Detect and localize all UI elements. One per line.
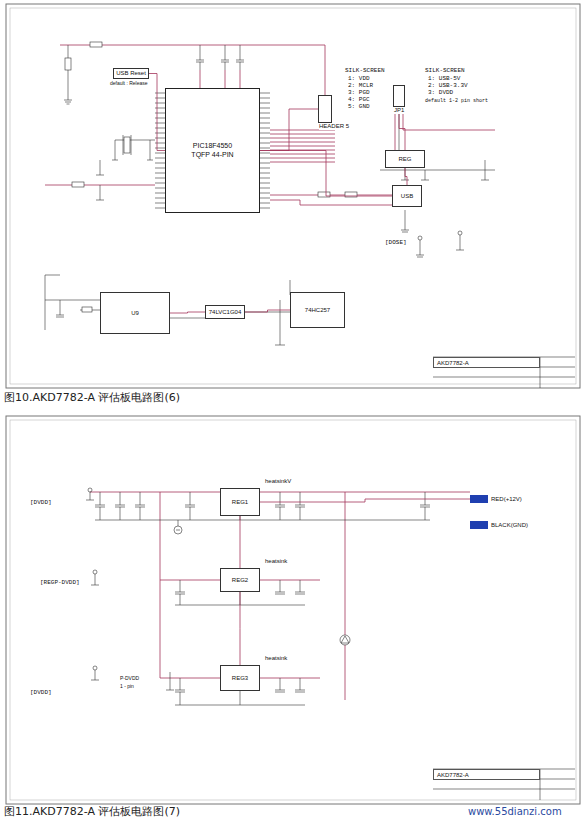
- wire: [245, 310, 290, 312]
- switch-box: USB Reset: [113, 68, 149, 79]
- figure-caption: 图11.AKD7782-A 评估板电路图(7): [4, 806, 180, 818]
- mcu-chip: PIC18F4550TQFP 44-PIN: [165, 88, 260, 213]
- wire: [260, 499, 470, 502]
- pin-name: 3: PGD: [348, 90, 370, 97]
- silk-note: SILK-SCREEN: [345, 68, 385, 75]
- regulator-ic: REG1: [220, 488, 260, 516]
- part-label: BLACK(GND): [491, 522, 528, 529]
- part-label: RED(+12V): [491, 496, 522, 503]
- wire: [149, 74, 165, 151]
- regulator-ic: REG: [385, 150, 425, 168]
- title-block: AKD7782-A: [433, 769, 540, 780]
- note: 1 - pin: [120, 684, 134, 690]
- wire: [240, 592, 241, 665]
- top-wiring: [45, 42, 575, 800]
- pin-name: 1: USB-5V: [428, 76, 460, 83]
- part-label: TQFP 44-PIN: [191, 151, 233, 159]
- wire: [405, 168, 407, 185]
- jumper-header: JP1: [393, 85, 405, 107]
- part-label: HEADER 5: [319, 123, 349, 130]
- note: heatsink: [265, 558, 287, 565]
- terminal-swatch: [470, 521, 488, 529]
- note: heatsink: [265, 655, 287, 662]
- net-tag: [DOSE]: [385, 240, 407, 247]
- net-name: P-DVDD: [120, 676, 139, 682]
- inverter-ic: 74LVC1G04: [205, 305, 245, 319]
- pin-name: 2: USB-3.3V: [428, 83, 468, 90]
- silk-note: SILK-SCREEN: [425, 68, 465, 75]
- part-label: U9: [131, 310, 139, 317]
- part-label: REG2: [232, 577, 248, 584]
- note: heatsinkV: [265, 478, 291, 485]
- wire: [170, 312, 205, 313]
- note: default 1-2 pin short: [425, 99, 488, 105]
- terminal: BLACK(GND): [470, 520, 528, 530]
- part-label: USB: [401, 193, 413, 200]
- regulator-ic: REG2: [220, 568, 260, 592]
- part-label: PIC18F4550: [193, 142, 232, 150]
- pin-name: 1: VDD: [348, 76, 370, 83]
- part-label: USB Reset: [116, 70, 146, 77]
- part-label: JP1: [394, 107, 404, 114]
- wire: [260, 151, 392, 197]
- net-tag: [REGP-DVDD]: [40, 580, 80, 587]
- net-tag: [DVDD]: [30, 500, 52, 507]
- part-label: REG3: [232, 675, 248, 682]
- part-label: AKD7782-A: [437, 360, 469, 367]
- logic-ic: 74HC257: [290, 292, 345, 328]
- part-label: REG: [398, 156, 411, 163]
- part-label: 74LVC1G04: [209, 309, 242, 316]
- wire: [240, 516, 241, 568]
- figure-caption: 图10.AKD7782-A 评估板电路图(6): [4, 392, 180, 404]
- part-label: 74HC257: [305, 307, 330, 314]
- pin-name: 2: MCLR: [348, 83, 373, 90]
- wire: [260, 109, 318, 151]
- pin-name: 5: GND: [348, 104, 370, 111]
- part-label: AKD7782-A: [437, 772, 469, 779]
- watermark: www.55dianzi.com: [468, 806, 562, 817]
- title-block: AKD7782-A: [433, 357, 540, 368]
- part-label: REG1: [232, 499, 248, 506]
- terminal-swatch: [470, 495, 488, 503]
- logic-ic: U9: [100, 292, 170, 334]
- usb-connector: USB: [392, 185, 422, 207]
- header-connector: HEADER 5: [318, 95, 332, 123]
- terminal: RED(+12V): [470, 494, 522, 504]
- bottom-wiring: [86, 488, 470, 705]
- note: default : Release: [110, 81, 148, 87]
- pin-name: 3: DVDD: [428, 90, 453, 97]
- regulator-ic: REG3: [220, 665, 260, 691]
- net-tag: [DVDD]: [30, 690, 52, 697]
- pin-name: 4: PGC: [348, 97, 370, 104]
